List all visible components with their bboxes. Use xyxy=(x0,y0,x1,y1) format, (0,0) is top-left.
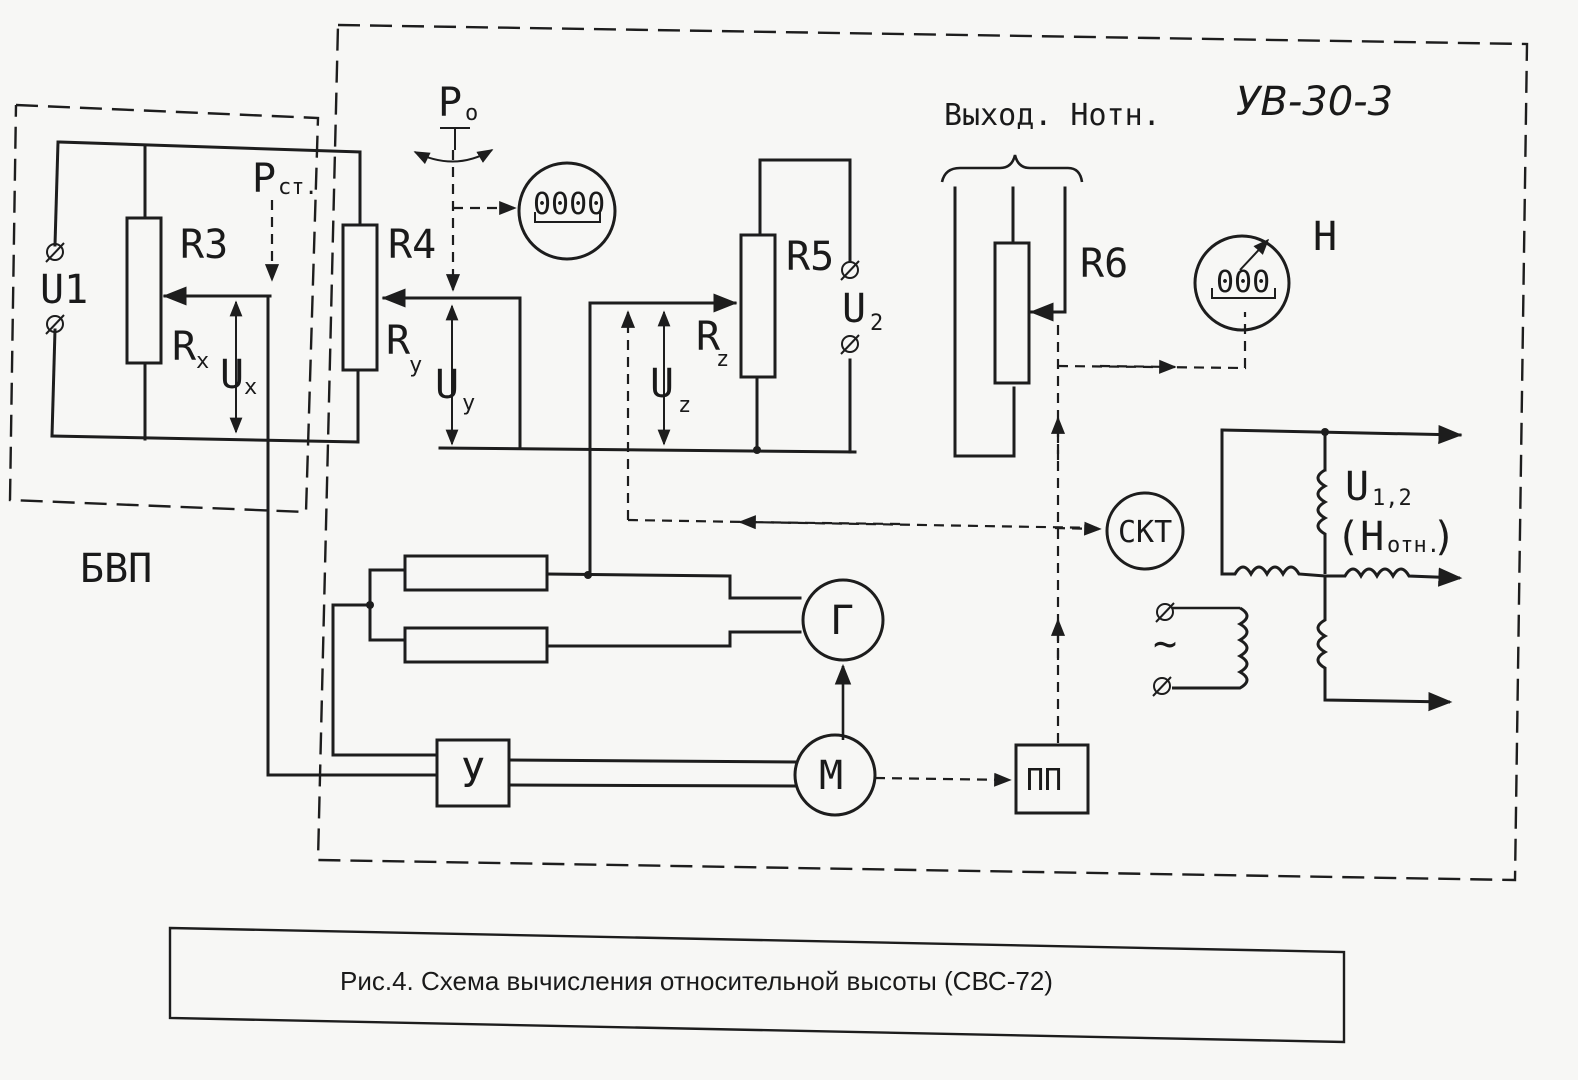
rz-sub: z xyxy=(716,347,729,372)
u12-paren-open: (Н xyxy=(1336,514,1384,560)
rx-label: R xyxy=(172,324,197,370)
amplifier-label: У xyxy=(461,751,485,797)
r6-output-circuit xyxy=(940,154,1247,760)
resistor-r4 xyxy=(341,223,379,372)
resistor-bridge-upper xyxy=(403,554,549,592)
bvp-circuit xyxy=(45,140,379,444)
rz-label: R xyxy=(696,314,721,360)
skt-block xyxy=(1105,491,1185,571)
r5-label: R5 xyxy=(786,234,834,280)
converter-label: ПП xyxy=(1026,763,1062,798)
motor-label: М xyxy=(819,753,843,799)
r3-label: R3 xyxy=(180,222,228,268)
ac-symbol: ~ xyxy=(1153,621,1177,667)
uz-sub: z xyxy=(678,393,691,418)
ux-label: U xyxy=(220,352,244,398)
uy-sub: y xyxy=(462,391,475,416)
r4-label: R4 xyxy=(388,222,436,268)
bvp-enclosure xyxy=(8,103,320,514)
figure-caption: Рис.4. Схема вычисления относительной вы… xyxy=(340,966,1053,996)
sensor-block-label: БВП xyxy=(80,546,152,592)
u1-label: U1 xyxy=(40,267,88,313)
converter-block xyxy=(1014,743,1090,815)
resistor-r5 xyxy=(739,233,777,379)
gauge-label: Н xyxy=(1313,214,1337,260)
ux-sub: x xyxy=(244,375,257,400)
r5-circuit xyxy=(588,158,1102,577)
generator-label: Г xyxy=(830,598,854,644)
generator-circuit xyxy=(331,554,885,757)
altitude-gauge xyxy=(1193,234,1291,332)
transformer xyxy=(1152,424,1463,712)
counter-indicator xyxy=(517,161,617,261)
uy-label: U xyxy=(435,362,459,408)
r6-label: R6 xyxy=(1080,241,1128,287)
ry-circuit xyxy=(381,127,857,454)
u12-label: U xyxy=(1345,464,1369,510)
resistor-bridge-lower xyxy=(403,626,549,664)
device-label: УВ-30-3 xyxy=(1236,79,1393,125)
rx-sub: x xyxy=(196,349,209,374)
pressure-static-sub: ст. xyxy=(278,175,318,200)
resistor-r3 xyxy=(125,216,163,365)
amplifier-block xyxy=(435,738,511,808)
pressure-total-sub: о xyxy=(465,101,478,126)
u12-sub: 1,2 xyxy=(1372,486,1412,511)
pressure-static-label: Р xyxy=(252,156,276,202)
u2-label: U xyxy=(842,286,866,332)
pressure-total-label: Р xyxy=(438,80,462,126)
gauge-display: 000 xyxy=(1216,265,1270,300)
u2-sub: 2 xyxy=(870,311,883,336)
u12-paren-close: ) xyxy=(1432,514,1456,560)
output-label: Выход. Нотн. xyxy=(944,98,1161,133)
ry-sub: y xyxy=(409,353,422,378)
u12-paren-sub: отн. xyxy=(1387,533,1440,558)
counter-display: 0000 xyxy=(533,187,605,222)
drive-circuit xyxy=(266,294,1090,817)
u1-terminal-bottom xyxy=(46,315,64,333)
uv-30-3-enclosure xyxy=(316,23,1529,882)
u1-terminal-top xyxy=(46,243,64,261)
uz-label: U xyxy=(650,361,674,407)
skt-label: СКТ xyxy=(1118,515,1172,550)
ry-label: R xyxy=(386,318,411,364)
